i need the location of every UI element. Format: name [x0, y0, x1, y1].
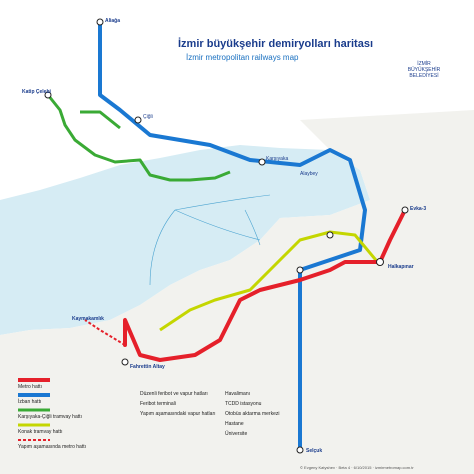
ferry-route [149, 209, 176, 286]
legend-university: Üniversite [225, 430, 247, 437]
legend-ferry-terminal: Feribot terminali [140, 401, 176, 407]
gulf-of-izmir [0, 145, 370, 335]
legend-ferry: Düzenli feribot ve vapur hatları [140, 391, 208, 397]
legend: Metro hattı İzban hattı Karşıyaka-Çiğli … [18, 378, 279, 450]
terminal-selcuk [296, 446, 304, 454]
ferry-route [174, 194, 271, 211]
ferry-route [244, 209, 261, 246]
label-karsiyaka: Karşıyaka [266, 156, 288, 162]
konak-tram-line [159, 230, 382, 332]
legend-konak-tram: Konak tramvay hattı [18, 429, 62, 435]
label-aliaga: Aliağa [105, 18, 120, 24]
transfer-karsiyaka [258, 158, 266, 166]
footer-credit: © Evgeny Katyshev · Beta 4 · 6/10/2015 ·… [300, 465, 414, 470]
izban-line-path [98, 20, 367, 452]
map-title: İzmir büyükşehir demiryolları haritası [178, 38, 374, 50]
label-fahrettin-altay: Fahrettin Altay [130, 364, 165, 370]
ferry-routes [149, 194, 271, 286]
legend-airport: Havalimanı [225, 391, 250, 397]
metro-line [123, 208, 407, 362]
metro-line-path [123, 208, 407, 362]
legend-ferry-construction: Yapım aşamasındaki vapur hatları [140, 411, 216, 417]
label-cigli: Çiğli [143, 114, 153, 120]
legend-karsiyaka-tram: Karşıyaka-Çiğli tramvay hattı [18, 414, 82, 420]
konak-tram-path [159, 230, 382, 332]
station-labels: Aliağa Çiğli Karşıyaka Alaybey Halkapına… [22, 18, 426, 454]
karsiyaka-tram-path [46, 94, 231, 182]
terminal-aliaga [96, 18, 104, 26]
stations [44, 18, 409, 454]
transfer-cigli [134, 116, 142, 124]
legend-hospital: Hastane [225, 421, 244, 427]
transfer-halkapinar [376, 258, 384, 266]
ferry-route [174, 209, 261, 241]
legend-izban: İzban hattı [18, 398, 41, 405]
label-selcuk: Selçuk [306, 448, 322, 454]
karsiyaka-tram-line [46, 94, 231, 182]
label-kaymakamlik: Kaymakamlık [72, 316, 104, 322]
legend-metro: Metro hattı [18, 384, 42, 390]
label-katip-celebi: Katip Çelebi [22, 89, 52, 95]
terminal-evka3 [401, 206, 409, 214]
brand-logo-text: İZMİR BÜYÜKŞEHİR BELEDİYESİ [404, 61, 444, 79]
brand-line-1: İZMİR [417, 61, 431, 67]
label-halkapinar: Halkapınar [388, 264, 414, 270]
legend-tcdd: TCDD istasyonu [225, 401, 262, 407]
brand-line-3: BELEDİYESİ [409, 73, 439, 79]
terminal-katip-celebi [44, 91, 52, 99]
legend-construction: Yapım aşamasında metro hattı [18, 444, 86, 450]
transfer-hilal [296, 266, 304, 274]
brand-line-2: BÜYÜKŞEHİR [407, 67, 441, 73]
karsiyaka-tram-branch [80, 110, 121, 130]
izban-line [98, 20, 367, 452]
terminal-fahrettin-altay [121, 358, 129, 366]
metro-construction [84, 319, 126, 346]
label-alaybey: Alaybey [300, 171, 318, 177]
land-mass [0, 110, 474, 474]
label-evka3: Evka-3 [410, 206, 426, 212]
transfer-alsancak [326, 231, 334, 239]
legend-bus: Otobüs aktarma merkezi [225, 411, 279, 417]
map-subtitle: İzmir metropolitan railways map [186, 53, 299, 62]
